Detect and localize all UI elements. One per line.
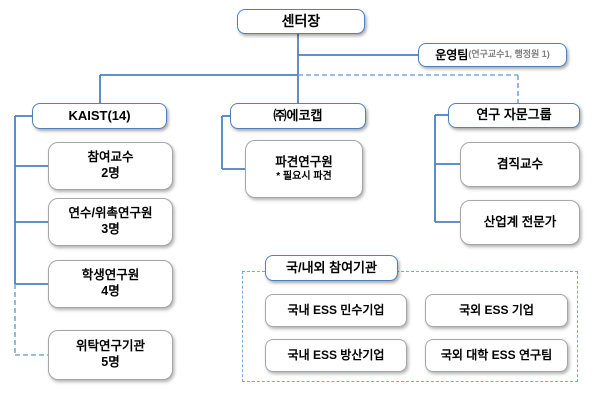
advisory-group-box: 연구 자문그룹 <box>448 103 580 128</box>
kaist-member-students-box: 학생연구원 4명 <box>48 260 173 308</box>
participant-label: 국외 대학 ESS 연구팀 <box>440 348 553 362</box>
participant-domestic-civil-box: 국내 ESS 민수기업 <box>265 294 407 327</box>
participant-label: 국내 ESS 민수기업 <box>287 303 385 317</box>
ecocap-box: ㈜에코캡 <box>230 103 366 129</box>
participant-domestic-defense-box: 국내 ESS 방산기업 <box>265 339 407 372</box>
kaist-box: KAIST(14) <box>32 103 167 129</box>
advisory-group-label: 연구 자문그룹 <box>476 107 552 123</box>
advisory-industry-expert-box: 산업계 전문가 <box>460 200 580 245</box>
participant-foreign-university-box: 국외 대학 ESS 연구팀 <box>425 339 568 372</box>
member-title: 파견연구원 <box>275 154 333 169</box>
member-count: 5명 <box>101 355 120 369</box>
kaist-label: KAIST(14) <box>68 107 131 123</box>
operations-team-label: 운영팀 <box>435 47 469 62</box>
participant-foreign-company-box: 국외 ESS 기업 <box>425 294 568 327</box>
member-title: 학생연구원 <box>81 268 140 283</box>
member-title: 연수/위촉연구원 <box>68 206 153 221</box>
ecocap-dispatched-researcher-box: 파견연구원 * 필요시 파견 <box>245 140 363 198</box>
kaist-member-contract-orgs-box: 위탁연구기관 5명 <box>48 330 173 380</box>
participants-dashed-container <box>242 271 578 382</box>
member-title: 참여교수 <box>87 150 134 165</box>
participants-label-box: 국/내외 참여기관 <box>265 255 398 281</box>
participant-label: 국내 ESS 방산기업 <box>287 348 385 362</box>
member-note: * 필요시 파견 <box>276 170 332 182</box>
operations-team-detail: (연구교수1, 행정원 1) <box>468 49 550 60</box>
operations-team-box: 운영팀(연구교수1, 행정원 1) <box>418 43 567 67</box>
member-title: 위탁연구기관 <box>75 339 145 354</box>
member-title: 산업계 전문가 <box>483 214 557 229</box>
kaist-member-professors-box: 참여교수 2명 <box>48 142 173 190</box>
kaist-member-trainees-box: 연수/위촉연구원 3명 <box>48 198 173 246</box>
center-director-box: 센터장 <box>237 9 365 34</box>
center-director-label: 센터장 <box>281 12 321 29</box>
advisory-adjunct-professor-box: 겸직교수 <box>460 142 580 187</box>
member-count: 2명 <box>101 166 120 180</box>
ecocap-label: ㈜에코캡 <box>273 107 323 123</box>
participants-label: 국/내외 참여기관 <box>286 259 377 275</box>
member-title: 겸직교수 <box>496 156 543 171</box>
member-count: 4명 <box>101 284 120 298</box>
participant-label: 국외 ESS 기업 <box>459 303 534 317</box>
member-count: 3명 <box>101 222 120 236</box>
